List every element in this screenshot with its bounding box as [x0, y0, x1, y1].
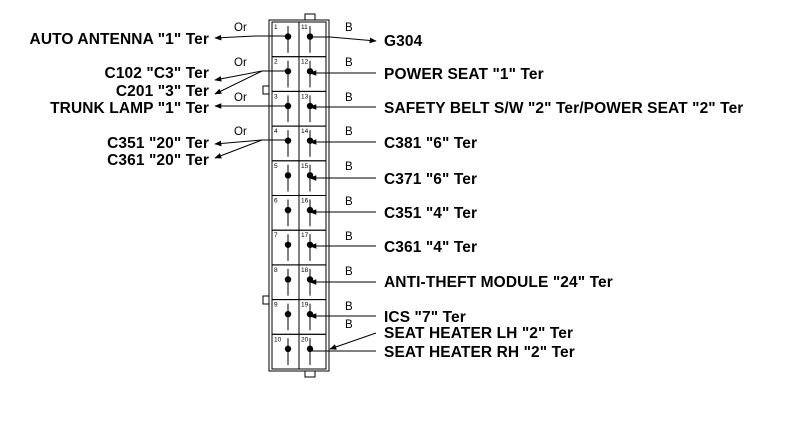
pin-dot-17 [306, 241, 314, 248]
color-code-c102: Or [234, 57, 247, 69]
pin-number-11: 11 [301, 24, 308, 31]
pin-dot-5 [284, 172, 292, 179]
label-power-seat-1: POWER SEAT "1" Ter [384, 66, 544, 83]
label-safety-belt-power-seat-2: SAFETY BELT S/W "2" Ter/POWER SEAT "2" T… [384, 100, 743, 117]
color-code-trunk-lamp: Or [234, 92, 247, 104]
label-ics-7: ICS "7" Ter [384, 309, 466, 326]
right-wire-lines [309, 36, 377, 352]
color-code-power-seat-1: B [345, 57, 353, 69]
label-c102-c3: C102 "C3" Ter [105, 65, 209, 82]
pin-number-10: 10 [274, 336, 282, 343]
wire-auto-antenna [214, 34, 288, 41]
color-code-c361-4: B [345, 231, 353, 243]
pin-number-18: 18 [301, 267, 309, 274]
pin-dot-14 [306, 137, 314, 144]
pin-dot-1 [284, 33, 292, 40]
right-labels: G304 POWER SEAT "1" Ter SAFETY BELT S/W … [384, 33, 743, 361]
color-code-anti-theft: B [345, 266, 353, 278]
label-c201-3: C201 "3" Ter [116, 83, 209, 100]
pin-dot-6 [284, 206, 292, 214]
color-code-g304: B [345, 22, 353, 34]
pin-number-15: 15 [301, 163, 309, 170]
pin-number-5: 5 [274, 163, 278, 170]
pin-dot-4 [284, 137, 292, 144]
color-code-c381-6: B [345, 126, 353, 138]
pin-cell-20 [298, 333, 327, 370]
label-c361-20: C361 "20" Ter [107, 152, 209, 169]
pin-dot-8 [284, 276, 292, 283]
label-c351-20: C351 "20" Ter [107, 135, 209, 152]
color-code-c351-4: B [345, 196, 353, 208]
label-g304: G304 [384, 33, 423, 50]
pin-number-19: 19 [301, 302, 309, 309]
label-seat-heater-lh: SEAT HEATER LH "2" Ter [384, 325, 573, 342]
color-code-seat-heater-lh: B [345, 319, 353, 331]
pin-number-16: 16 [301, 198, 309, 205]
left-wire-lines [214, 34, 288, 159]
label-c381-6: C381 "6" Ter [384, 135, 477, 152]
label-c351-4: C351 "4" Ter [384, 205, 477, 222]
pin-number-8: 8 [274, 267, 278, 274]
right-color-codes: B B B B B B B B B B [345, 22, 353, 331]
color-code-ics-7: B [345, 301, 353, 313]
color-code-safety-belt: B [345, 92, 353, 104]
pin-number-6: 6 [274, 198, 278, 205]
pin-dot-9 [284, 310, 292, 318]
pin-dot-12 [306, 68, 314, 75]
label-seat-heater-rh: SEAT HEATER RH "2" Ter [384, 344, 575, 361]
color-code-c371-6: B [345, 161, 353, 173]
pin-number-1: 1 [274, 24, 278, 31]
pin-number-7: 7 [274, 232, 278, 239]
label-auto-antenna: AUTO ANTENNA "1" Ter [30, 31, 209, 48]
pin-dot-7 [284, 241, 292, 248]
left-labels: AUTO ANTENNA "1" Ter C102 "C3" Ter C201 … [30, 31, 209, 169]
left-color-codes: Or Or Or Or [234, 22, 247, 138]
pin-number-12: 12 [301, 59, 309, 66]
wire-c351-20 [214, 139, 288, 147]
label-trunk-lamp: TRUNK LAMP "1" Ter [50, 100, 209, 117]
color-code-c351-20: Or [234, 126, 247, 138]
wire-g304 [310, 36, 377, 44]
pin-dot-13 [306, 102, 314, 110]
pin-number-2: 2 [274, 59, 278, 66]
pin-dot-20 [306, 345, 314, 353]
pin-number-4: 4 [274, 128, 278, 135]
label-anti-theft-module: ANTI-THEFT MODULE "24" Ter [384, 274, 613, 291]
color-code-auto-antenna: Or [234, 22, 247, 34]
pin-number-13: 13 [301, 93, 309, 100]
pin-number-3: 3 [274, 93, 278, 100]
pin-number-14: 14 [301, 128, 309, 135]
pin-dot-10 [284, 345, 292, 353]
label-c361-4: C361 "4" Ter [384, 239, 477, 256]
wire-c361-20 [214, 139, 263, 159]
pin-number-9: 9 [274, 302, 278, 309]
label-c371-6: C371 "6" Ter [384, 171, 477, 188]
wire-c102 [214, 70, 288, 82]
wire-seat-heater-lh [329, 332, 377, 350]
pin-number-20: 20 [301, 336, 309, 343]
pin-number-17: 17 [301, 232, 309, 239]
wire-c201 [214, 70, 263, 95]
